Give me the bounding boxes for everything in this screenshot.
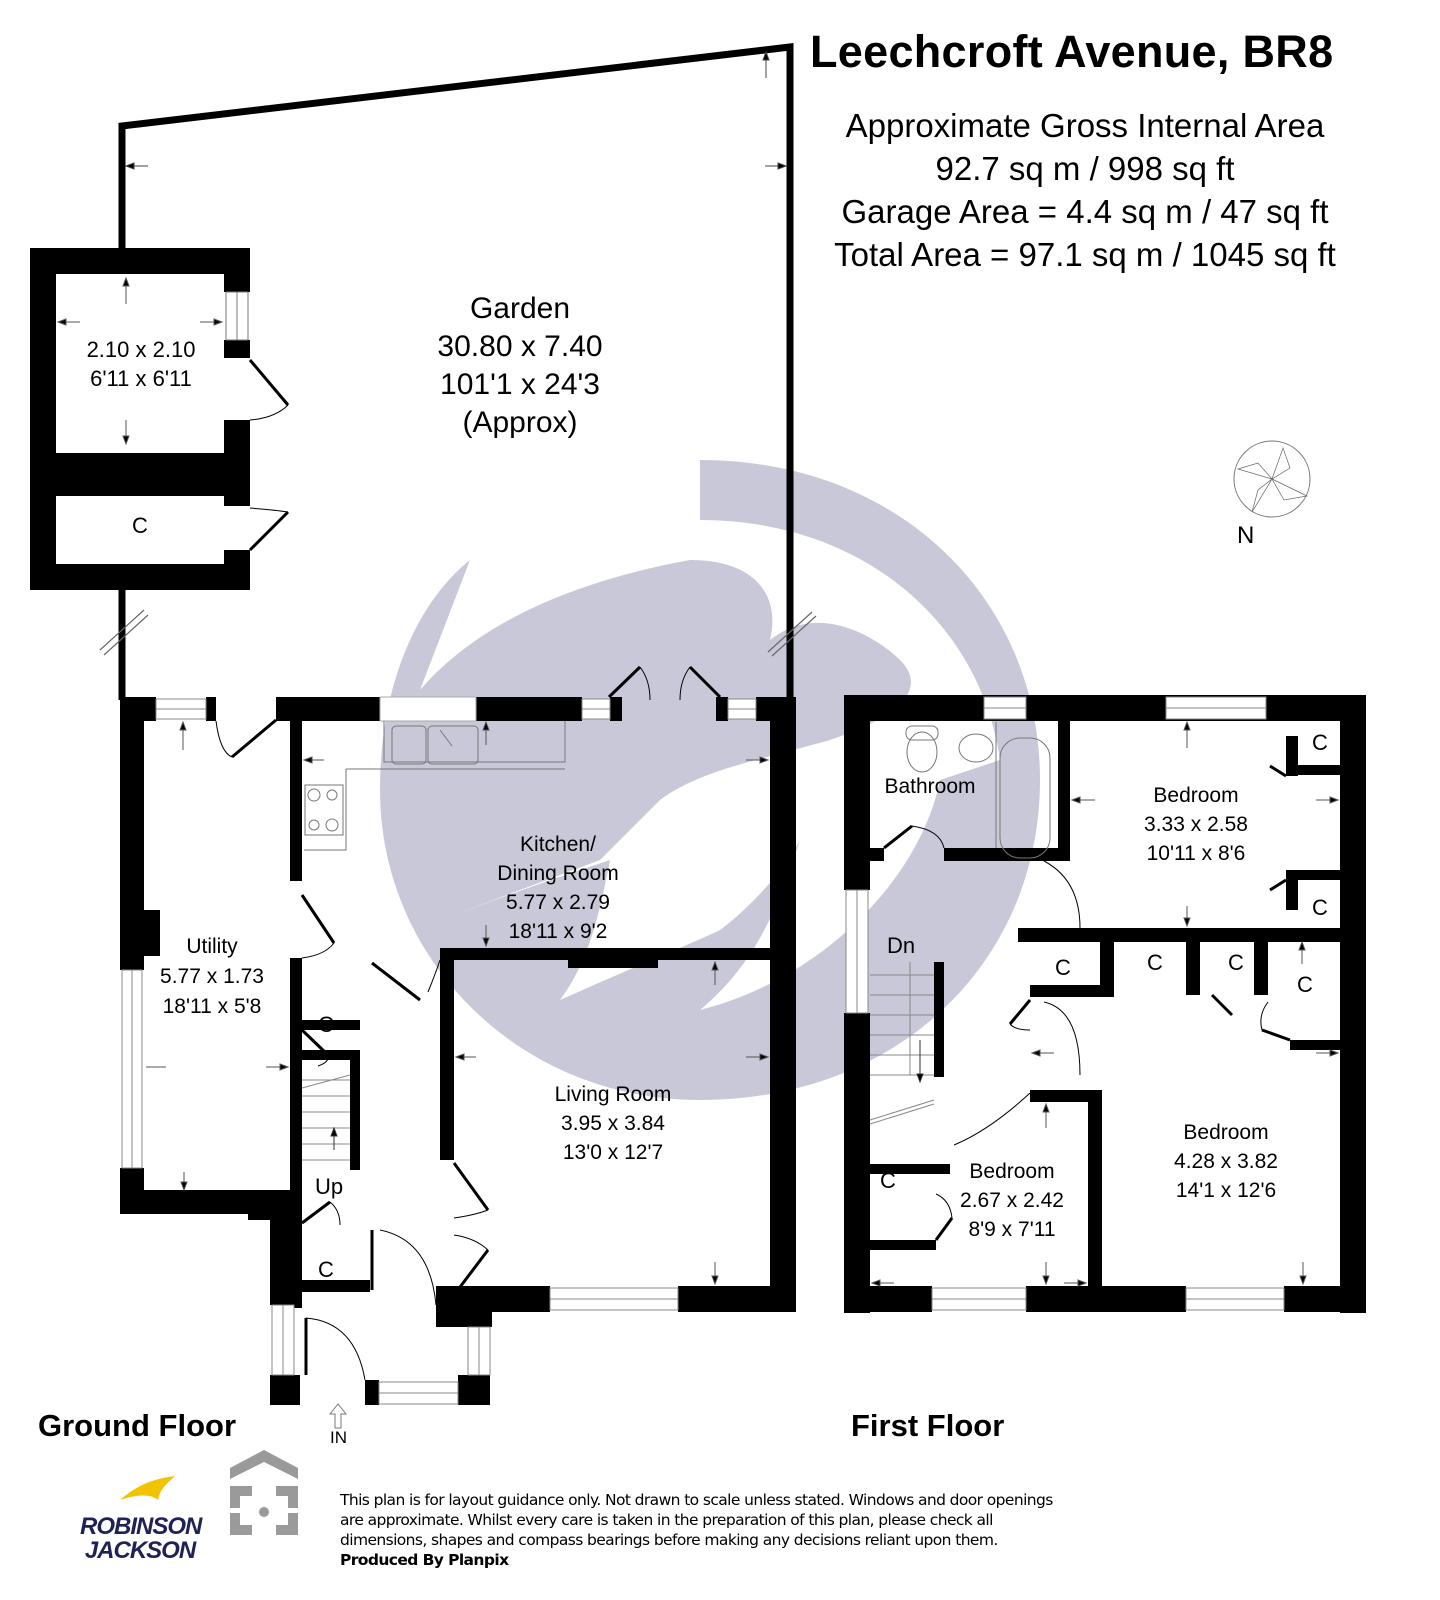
room-imperial: 8'9 x 7'11 xyxy=(968,1218,1056,1241)
ground-floor-walls xyxy=(120,697,796,1405)
garage-cupboard-label: C xyxy=(132,513,148,538)
room-metric: 5.77 x 2.79 xyxy=(506,891,610,914)
room-name: Bedroom xyxy=(969,1160,1055,1183)
room-metric: 3.95 x 3.84 xyxy=(561,1112,665,1135)
room-name: Bathroom xyxy=(884,775,976,798)
disclaimer-line: are approximate. Whilst every care is ta… xyxy=(340,1511,993,1529)
cupboard-label: C xyxy=(1147,950,1163,975)
cupboard-label: C xyxy=(1312,895,1328,920)
disclaimer-line: This plan is for layout guidance only. N… xyxy=(340,1491,1053,1509)
room-metric: 2.10 x 2.10 xyxy=(86,337,196,362)
room-imperial: 14'1 x 12'6 xyxy=(1175,1179,1277,1202)
total-area: Total Area = 97.1 sq m / 1045 sq ft xyxy=(834,236,1336,273)
room-name: Dining Room xyxy=(497,862,619,885)
room-imperial: 13'0 x 12'7 xyxy=(562,1141,664,1164)
hall-cupboard-label: C xyxy=(318,1257,334,1282)
room-metric: 4.28 x 3.82 xyxy=(1174,1150,1278,1173)
room-metric: 30.80 x 7.40 xyxy=(437,330,603,363)
area-heading: Approximate Gross Internal Area xyxy=(845,107,1325,144)
room-note: (Approx) xyxy=(462,406,578,439)
room-metric: 3.33 x 2.58 xyxy=(1144,813,1248,836)
watermark-logo xyxy=(380,460,1040,1100)
room-living: Living Room 3.95 x 3.84 13'0 x 12'7 xyxy=(555,1080,672,1167)
disclaimer-line: dimensions, shapes and compass bearings … xyxy=(340,1531,998,1549)
room-imperial: 18'11 x 5'8 xyxy=(162,995,262,1018)
cupboard-label: C xyxy=(1312,730,1328,755)
room-kitchen-dining: Kitchen/ Dining Room 5.77 x 2.79 18'11 x… xyxy=(497,830,618,946)
cupboard-label: C xyxy=(1228,950,1244,975)
room-imperial: 18'11 x 9'2 xyxy=(508,920,608,943)
compass-star-icon xyxy=(1233,440,1311,518)
agent-swallow-icon xyxy=(120,1476,175,1500)
room-garage: 2.10 x 2.10 6'11 x 6'11 xyxy=(87,335,196,393)
room-name: Garden xyxy=(469,292,571,325)
entrance-label: IN xyxy=(330,1428,347,1447)
room-garden: Garden 30.80 x 7.40 101'1 x 24'3 (Approx… xyxy=(437,290,602,442)
kitchen-units xyxy=(304,721,566,851)
room-name: Kitchen/ xyxy=(520,833,596,856)
garden-boundary xyxy=(118,43,794,700)
produced-by: Produced By Planpix xyxy=(340,1551,509,1569)
cupboard-label: C xyxy=(880,1168,896,1193)
stairs-up-label: Up xyxy=(314,1174,344,1199)
entrance-arrow-icon xyxy=(328,1403,348,1429)
room-imperial: 101'1 x 24'3 xyxy=(440,368,600,401)
compass-north-label: N xyxy=(1237,522,1255,549)
room-utility: Utility 5.77 x 1.73 18'11 x 5'8 xyxy=(160,932,264,1022)
stairs-first xyxy=(869,962,935,1125)
agent-logo-line1: ROBINSON xyxy=(80,1513,202,1540)
cupboard-label: C xyxy=(1297,972,1313,997)
room-metric: 5.77 x 1.73 xyxy=(160,965,264,988)
room-bathroom: Bathroom xyxy=(884,772,975,801)
area-summary: Approximate Gross Internal Area 92.7 sq … xyxy=(805,104,1365,276)
planpix-house-icon xyxy=(230,1450,298,1535)
room-imperial: 6'11 x 6'11 xyxy=(90,366,192,391)
cupboard-label: C xyxy=(1055,955,1071,980)
room-bedroom-2: Bedroom 4.28 x 3.82 14'1 x 12'6 xyxy=(1174,1118,1278,1205)
agent-logo-line2: JACKSON xyxy=(84,1537,196,1564)
stairs-ground xyxy=(301,1074,351,1161)
garage-area: Garage Area = 4.4 sq m / 47 sq ft xyxy=(841,193,1329,230)
first-floor-walls xyxy=(844,695,1366,1313)
room-name: Bedroom xyxy=(1183,1121,1269,1144)
first-floor-label: First Floor xyxy=(851,1408,1005,1443)
hall-cupboard-label: C xyxy=(318,1012,334,1037)
ground-floor-label: Ground Floor xyxy=(38,1408,237,1443)
room-metric: 2.67 x 2.42 xyxy=(960,1189,1064,1212)
room-bedroom-1: Bedroom 3.33 x 2.58 10'11 x 8'6 xyxy=(1144,781,1248,868)
internal-area: 92.7 sq m / 998 sq ft xyxy=(935,150,1235,187)
garage-walls xyxy=(30,248,250,590)
property-title: Leechcroft Avenue, BR8 xyxy=(810,26,1334,77)
room-imperial: 10'11 x 8'6 xyxy=(1146,842,1246,865)
room-name: Utility xyxy=(186,935,238,958)
agent-logo: ROBINSON JACKSON xyxy=(80,1513,202,1564)
room-name: Bedroom xyxy=(1153,784,1239,807)
room-name: Living Room xyxy=(554,1083,672,1106)
stairs-down-label: Dn xyxy=(886,933,916,958)
disclaimer: This plan is for layout guidance only. N… xyxy=(340,1490,1120,1570)
bathroom-fittings xyxy=(905,722,1051,859)
room-bedroom-3: Bedroom 2.67 x 2.42 8'9 x 7'11 xyxy=(960,1157,1064,1244)
